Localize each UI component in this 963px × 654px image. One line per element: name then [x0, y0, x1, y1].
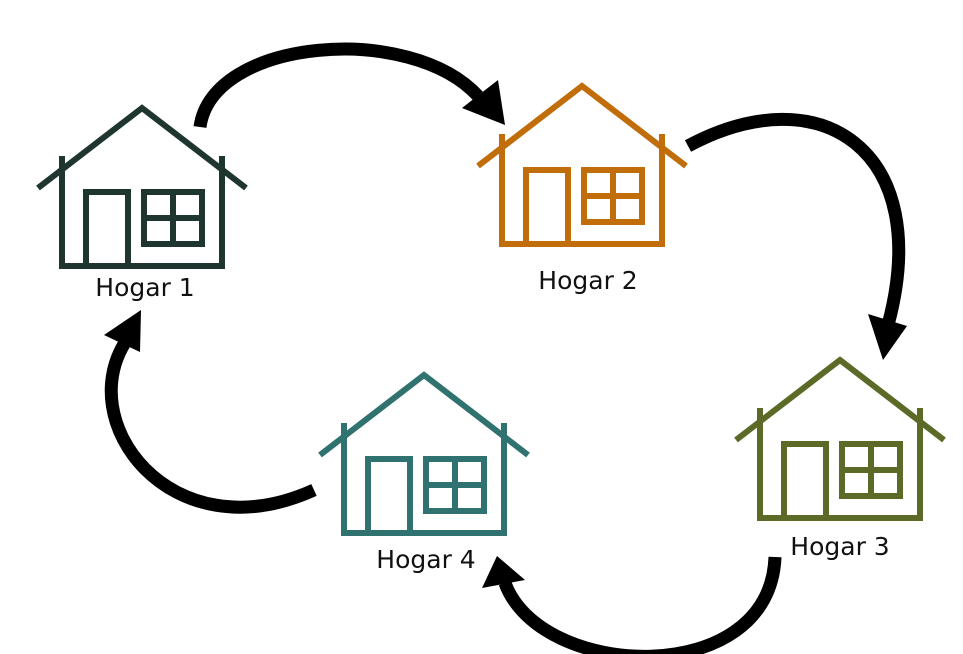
- houses-layer: Hogar 1 Hogar 2 Hogar 3 Hogar 4: [36, 82, 946, 574]
- house-3: Hogar 3: [734, 356, 946, 561]
- arrow-hogar3-to-hogar4: [482, 556, 782, 654]
- house-1: Hogar 1: [36, 104, 248, 302]
- house-label-1: Hogar 1: [95, 273, 194, 302]
- house-label-2: Hogar 2: [538, 266, 637, 295]
- arrow-hogar1-to-hogar2: [193, 42, 505, 129]
- house-label-4: Hogar 4: [376, 545, 475, 574]
- arrow-hogar2-to-hogar3: [684, 113, 907, 360]
- house-4: Hogar 4: [318, 371, 530, 574]
- arrow-hogar4-to-hogar1: [104, 310, 317, 514]
- house-label-3: Hogar 3: [790, 532, 889, 561]
- house-icon: [318, 371, 530, 536]
- house-icon: [36, 104, 248, 269]
- house-icon: [476, 82, 688, 247]
- house-2: Hogar 2: [476, 82, 688, 295]
- house-icon: [734, 356, 946, 521]
